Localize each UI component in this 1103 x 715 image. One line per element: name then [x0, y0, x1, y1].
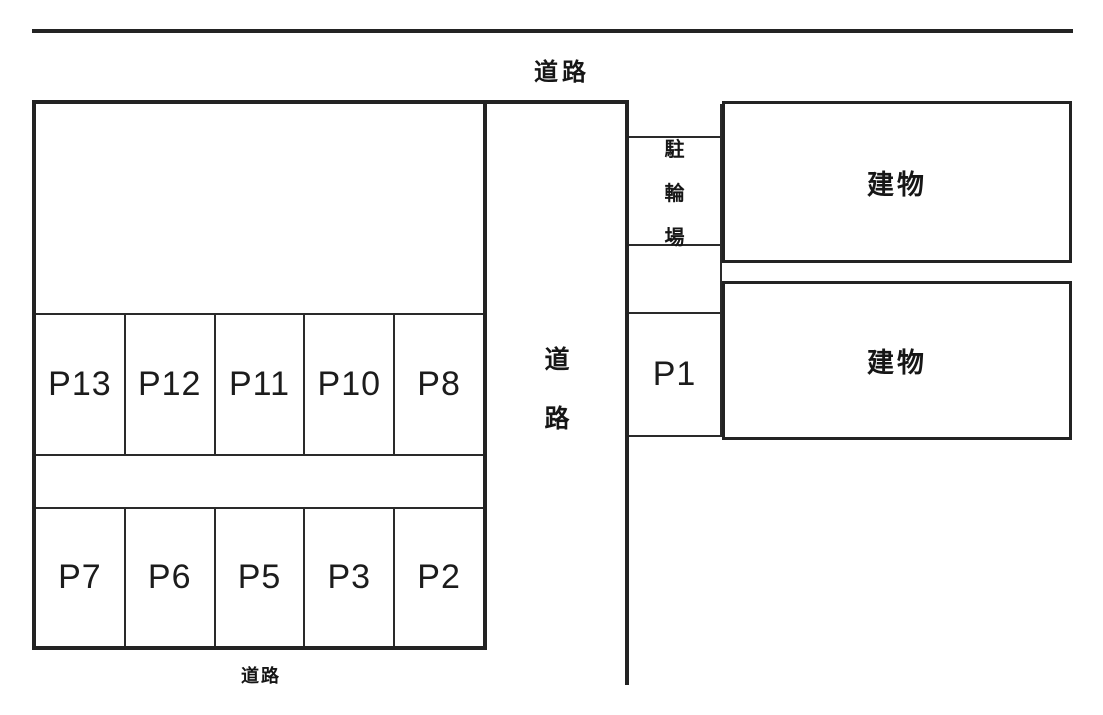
- bicycle-parking-char: 駐: [664, 138, 685, 161]
- middle-road-char: 道: [544, 346, 570, 374]
- bicycle-parking-char: 場: [664, 226, 685, 249]
- stall-p13: P13: [36, 315, 126, 454]
- top-road-label: 道路: [534, 59, 590, 86]
- stall-p6: P6: [126, 509, 216, 646]
- stall-p11: P11: [216, 315, 306, 454]
- stall-p7: P7: [36, 509, 126, 646]
- stall-p1: P1: [652, 355, 697, 393]
- middle-road-label: 道 路: [531, 340, 583, 435]
- middle-road-char: 路: [544, 405, 570, 433]
- stall-p12: P12: [126, 315, 216, 454]
- stall-p3: P3: [305, 509, 396, 646]
- stall-p10: P10: [305, 315, 396, 454]
- stall-p5: P5: [216, 509, 306, 646]
- building-label: 建物: [867, 169, 927, 200]
- building-1: 建物: [722, 101, 1072, 263]
- parking-block: P13 P12 P11 P10 P8 P7 P6 P5 P3 P2: [32, 100, 487, 650]
- middle-road-top-border: [487, 100, 629, 104]
- top-road-line: [32, 29, 1073, 33]
- strip-empty-cell-middle: [629, 246, 720, 314]
- bicycle-parking-char: 輪: [664, 182, 685, 205]
- stall-row-bottom: P7 P6 P5 P3 P2: [36, 507, 483, 646]
- building-label: 建物: [867, 348, 927, 378]
- right-strip: 駐 輪 場 P1: [629, 104, 722, 437]
- bicycle-parking-cell: 駐 輪 場: [629, 138, 720, 249]
- stall-p8: P8: [417, 365, 461, 403]
- strip-empty-cell-top: [629, 104, 720, 138]
- bottom-road-label: 道路: [241, 666, 281, 686]
- stall-p2: P2: [417, 558, 461, 596]
- middle-road-right-line: [625, 100, 629, 685]
- stall-row-middle: P13 P12 P11 P10 P8: [36, 313, 483, 456]
- building-2: 建物: [722, 281, 1072, 440]
